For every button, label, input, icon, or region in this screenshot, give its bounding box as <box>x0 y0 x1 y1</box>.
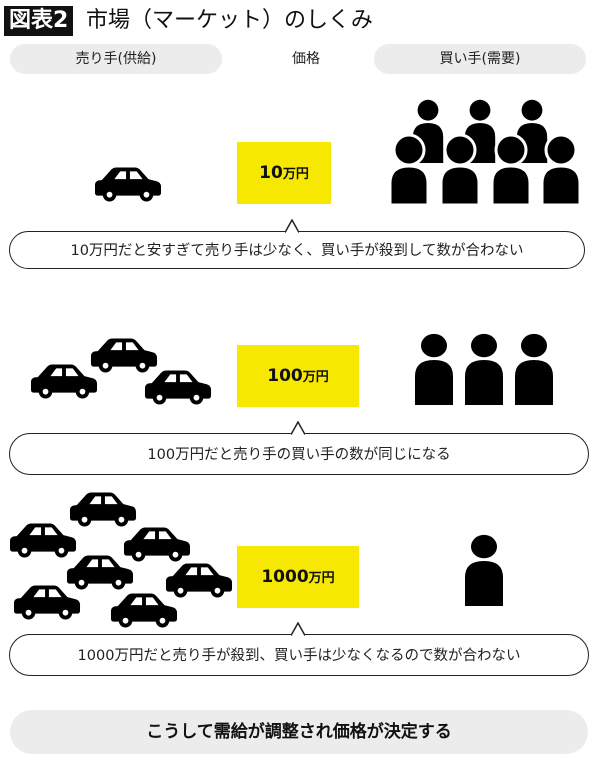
car-icon <box>69 491 137 527</box>
car-icon <box>94 166 162 202</box>
price-value: 10 <box>259 163 283 183</box>
column-header-buyer: 買い手(需要) <box>374 44 586 74</box>
car-icon <box>110 592 178 628</box>
person-icon <box>414 333 454 405</box>
car-icon <box>30 363 98 399</box>
bubble-tail <box>291 421 305 435</box>
page-title: 市場（マーケット）のしくみ <box>86 8 373 33</box>
caption-bubble-10: 10万円だと安すぎて売り手は少なく、買い手が殺到して数が合わない <box>9 231 585 269</box>
person-icon <box>464 534 504 606</box>
column-header-seller: 売り手(供給) <box>10 44 222 74</box>
price-value: 1000 <box>261 567 309 587</box>
car-icon <box>144 369 212 405</box>
person-icon <box>514 333 554 405</box>
price-unit: 万円 <box>302 370 329 385</box>
price-box-10: 10万円 <box>237 142 331 204</box>
person-icon <box>464 333 504 405</box>
figure-badge: 図表2 <box>4 6 74 36</box>
caption-bubble-1000: 1000万円だと売り手が殺到、買い手は少なくなるので数が合わない <box>9 634 589 676</box>
price-box-100: 100万円 <box>237 345 359 407</box>
price-unit: 万円 <box>282 167 309 182</box>
conclusion-banner: こうして需給が調整され価格が決定する <box>10 710 588 754</box>
car-icon <box>13 584 81 620</box>
bubble-tail <box>285 219 299 233</box>
car-icon <box>9 522 77 558</box>
column-header-price: 価格 <box>292 51 320 67</box>
price-box-1000: 1000万円 <box>237 546 359 608</box>
caption-bubble-100: 100万円だと売り手の買い手の数が同じになる <box>9 433 589 475</box>
bubble-tail <box>291 622 305 636</box>
price-value: 100 <box>267 366 303 386</box>
crowd-icon <box>388 99 582 205</box>
car-icon <box>90 337 158 373</box>
price-unit: 万円 <box>308 571 335 586</box>
